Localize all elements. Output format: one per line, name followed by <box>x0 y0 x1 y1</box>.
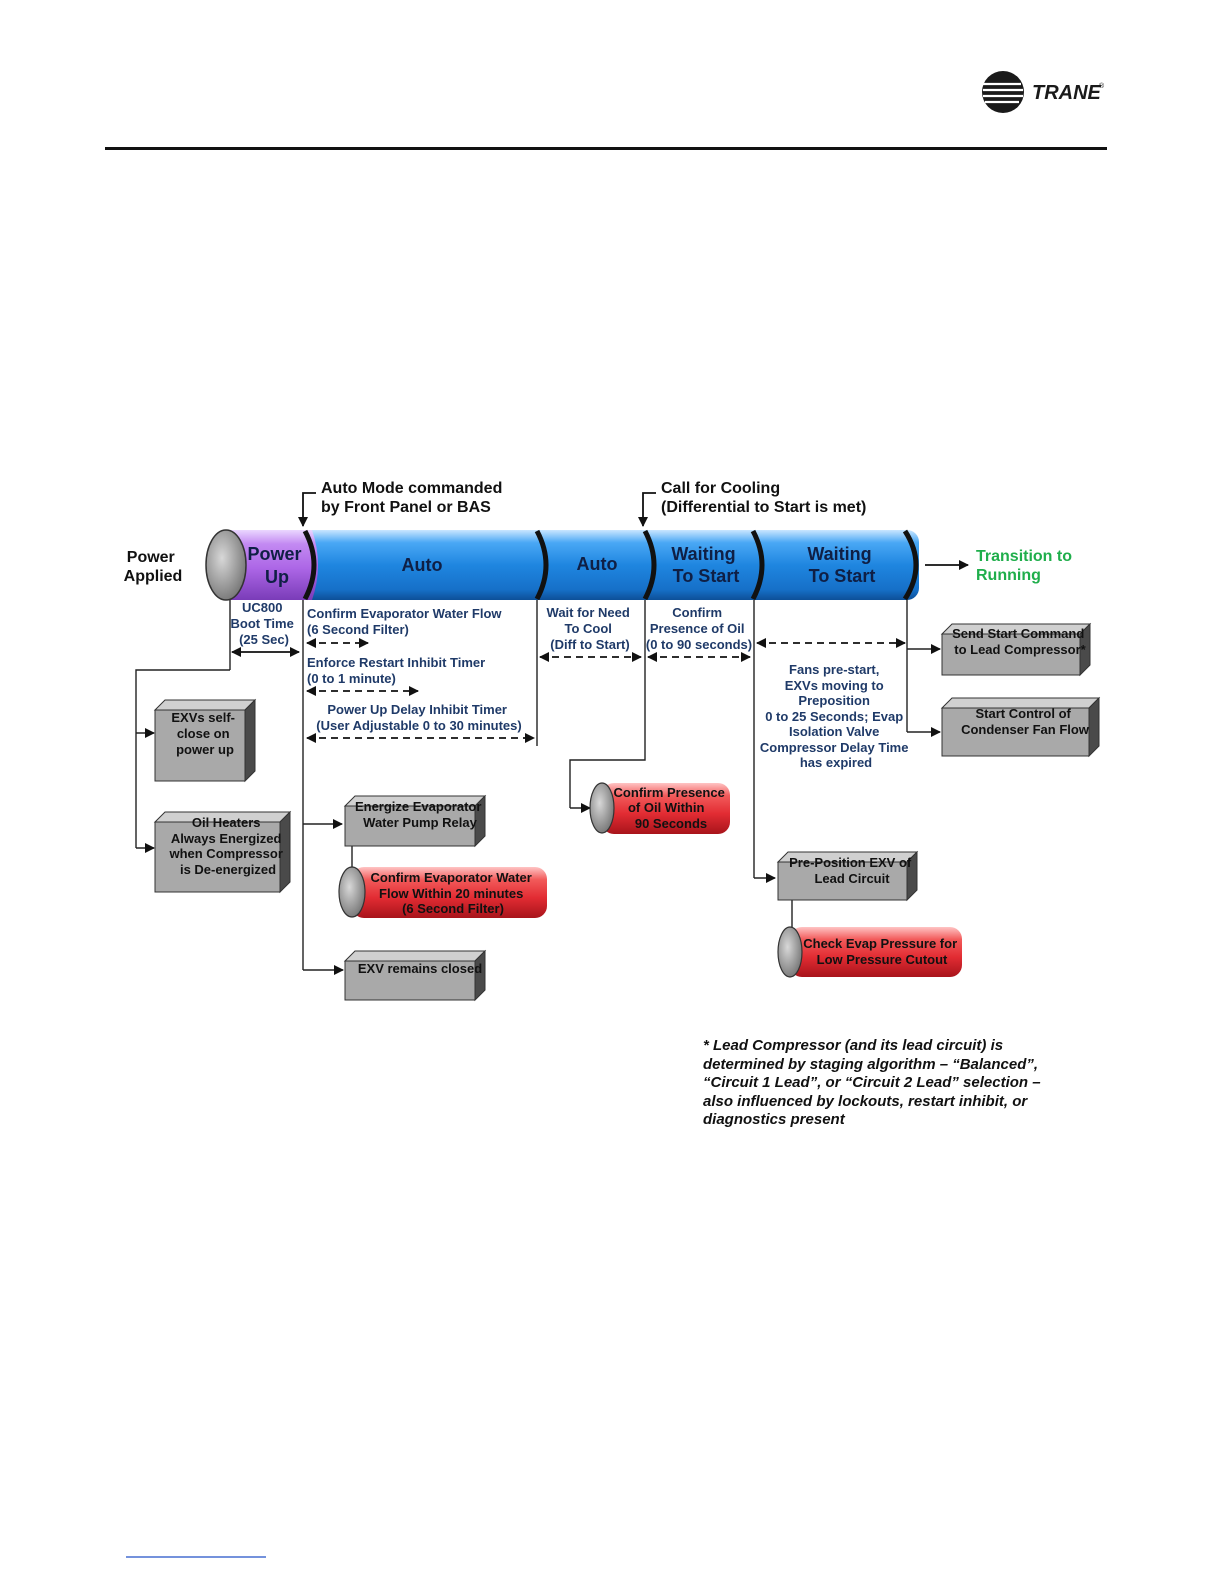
power-applied-label: Power Applied <box>124 549 183 585</box>
check-cylinder-evap-pressure: Check Evap Pressure for Low Pressure Cut… <box>777 926 962 978</box>
svg-text:Check Evap Pressure for: Check Evap Pressure for Low Pressure Cut… <box>803 936 961 967</box>
svg-text:Confirm Presence of Oil: Confirm Presence of Oil Within 90 Second… <box>614 785 729 831</box>
svg-text:EXVs self- close on: EXVs self- close on power up <box>171 710 238 757</box>
trane-wordmark: TRANE <box>1032 82 1102 104</box>
pipe-label-waiting-2: Waiting To Start <box>807 544 876 586</box>
auto-mode-arrow <box>298 492 316 527</box>
svg-text:Pre-Position EXV of Lead: Pre-Position EXV of Lead Circuit <box>789 855 915 886</box>
action-box-exvs-self-close: EXVs self- close on power up <box>153 698 257 783</box>
restart-inhibit-text: Enforce Restart Inhibit Timer (0 to 1 mi… <box>307 655 489 686</box>
timer-arrows <box>231 638 906 743</box>
fans-prestart-text: Fans pre-start, EXVs moving to Prepositi… <box>760 662 912 770</box>
call-for-cooling-arrow <box>638 492 656 527</box>
action-box-start-fan: Start Control of Condenser Fan Flow <box>940 696 1101 758</box>
trane-logo: TRANE ® <box>982 71 1105 113</box>
svg-text:EXV remains closed: EXV remains closed <box>358 961 482 976</box>
pipe-divider <box>534 529 549 601</box>
power-up-segment <box>226 530 318 600</box>
svg-text:Start Control of Condens: Start Control of Condenser Fan Flow <box>961 706 1090 737</box>
connector-arrowheads <box>136 644 941 975</box>
svg-text:Oil Heaters Always Energ: Oil Heaters Always Energized when Compre… <box>168 815 286 877</box>
pipe-body <box>226 530 919 600</box>
pipe-label-auto-2: Auto <box>577 554 618 574</box>
action-box-energize-pump: Energize Evaporator Water Pump Relay <box>343 794 487 848</box>
trademark-mark: ® <box>1099 82 1105 90</box>
trane-logo-icon <box>982 71 1024 113</box>
pipe-label-waiting-1: Waiting To Start <box>671 544 740 586</box>
action-box-preposition-exv: Pre-Position EXV of Lead Circuit <box>776 850 919 902</box>
transition-label: Transition to Running <box>976 548 1076 584</box>
action-box-send-start: Send Start Command to Lead Compressor* <box>940 622 1092 677</box>
power-up-delay-text: Power Up Delay Inhibit Timer (User Adjus… <box>316 702 521 733</box>
svg-text:Confirm Evaporator Water: Confirm Evaporator Water Flow Within 20 … <box>371 870 536 916</box>
auto-mode-label: Auto Mode commanded by Front Panel or BA… <box>321 480 507 516</box>
check-cylinder-flow-20min: Confirm Evaporator Water Flow Within 20 … <box>338 866 547 918</box>
confirm-oil-text: Confirm Presence of Oil (0 to 90 seconds… <box>646 605 752 652</box>
pipe-label-power-up: Power Up <box>247 544 306 587</box>
check-cylinder-oil-90s: Confirm Presence of Oil Within 90 Second… <box>589 782 730 834</box>
main-pipe <box>205 529 919 601</box>
svg-text:Energize Evaporator Wate: Energize Evaporator Water Pump Relay <box>355 799 485 830</box>
pipe-divider <box>642 529 657 601</box>
pipe-end-cap <box>902 529 919 601</box>
action-box-oil-heaters: Oil Heaters Always Energized when Compre… <box>153 810 292 894</box>
svg-text:Send Start Command to Le: Send Start Command to Lead Compressor* <box>952 626 1088 657</box>
confirm-flow-text: Confirm Evaporator Water Flow (6 Second … <box>307 606 505 637</box>
pipe-divider <box>302 529 317 601</box>
wait-for-need-text: Wait for Need To Cool (Diff to Start) <box>547 605 634 652</box>
pipe-label-auto-1: Auto <box>402 555 443 575</box>
boot-time-text: UC800 Boot Time (25 Sec) <box>231 600 298 647</box>
header-rule <box>105 147 1107 150</box>
call-for-cooling-label: Call for Cooling (Differential to Start … <box>661 480 866 516</box>
logo-stripes <box>983 82 1023 104</box>
footnote: * Lead Compressor (and its lead circuit)… <box>703 1037 1045 1128</box>
pipe-start-cap <box>205 529 247 601</box>
action-box-exv-closed: EXV remains closed <box>343 949 487 1002</box>
pipe-divider <box>750 529 765 601</box>
